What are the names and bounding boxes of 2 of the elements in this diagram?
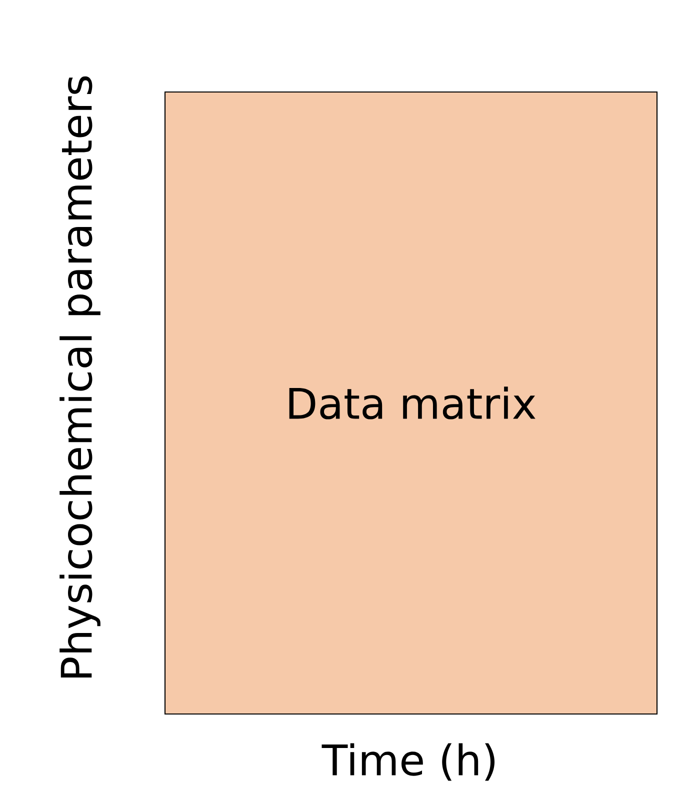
matrix-box: Data matrix	[164, 91, 658, 715]
axis-label: Physicochemical parameters	[60, 76, 100, 678]
